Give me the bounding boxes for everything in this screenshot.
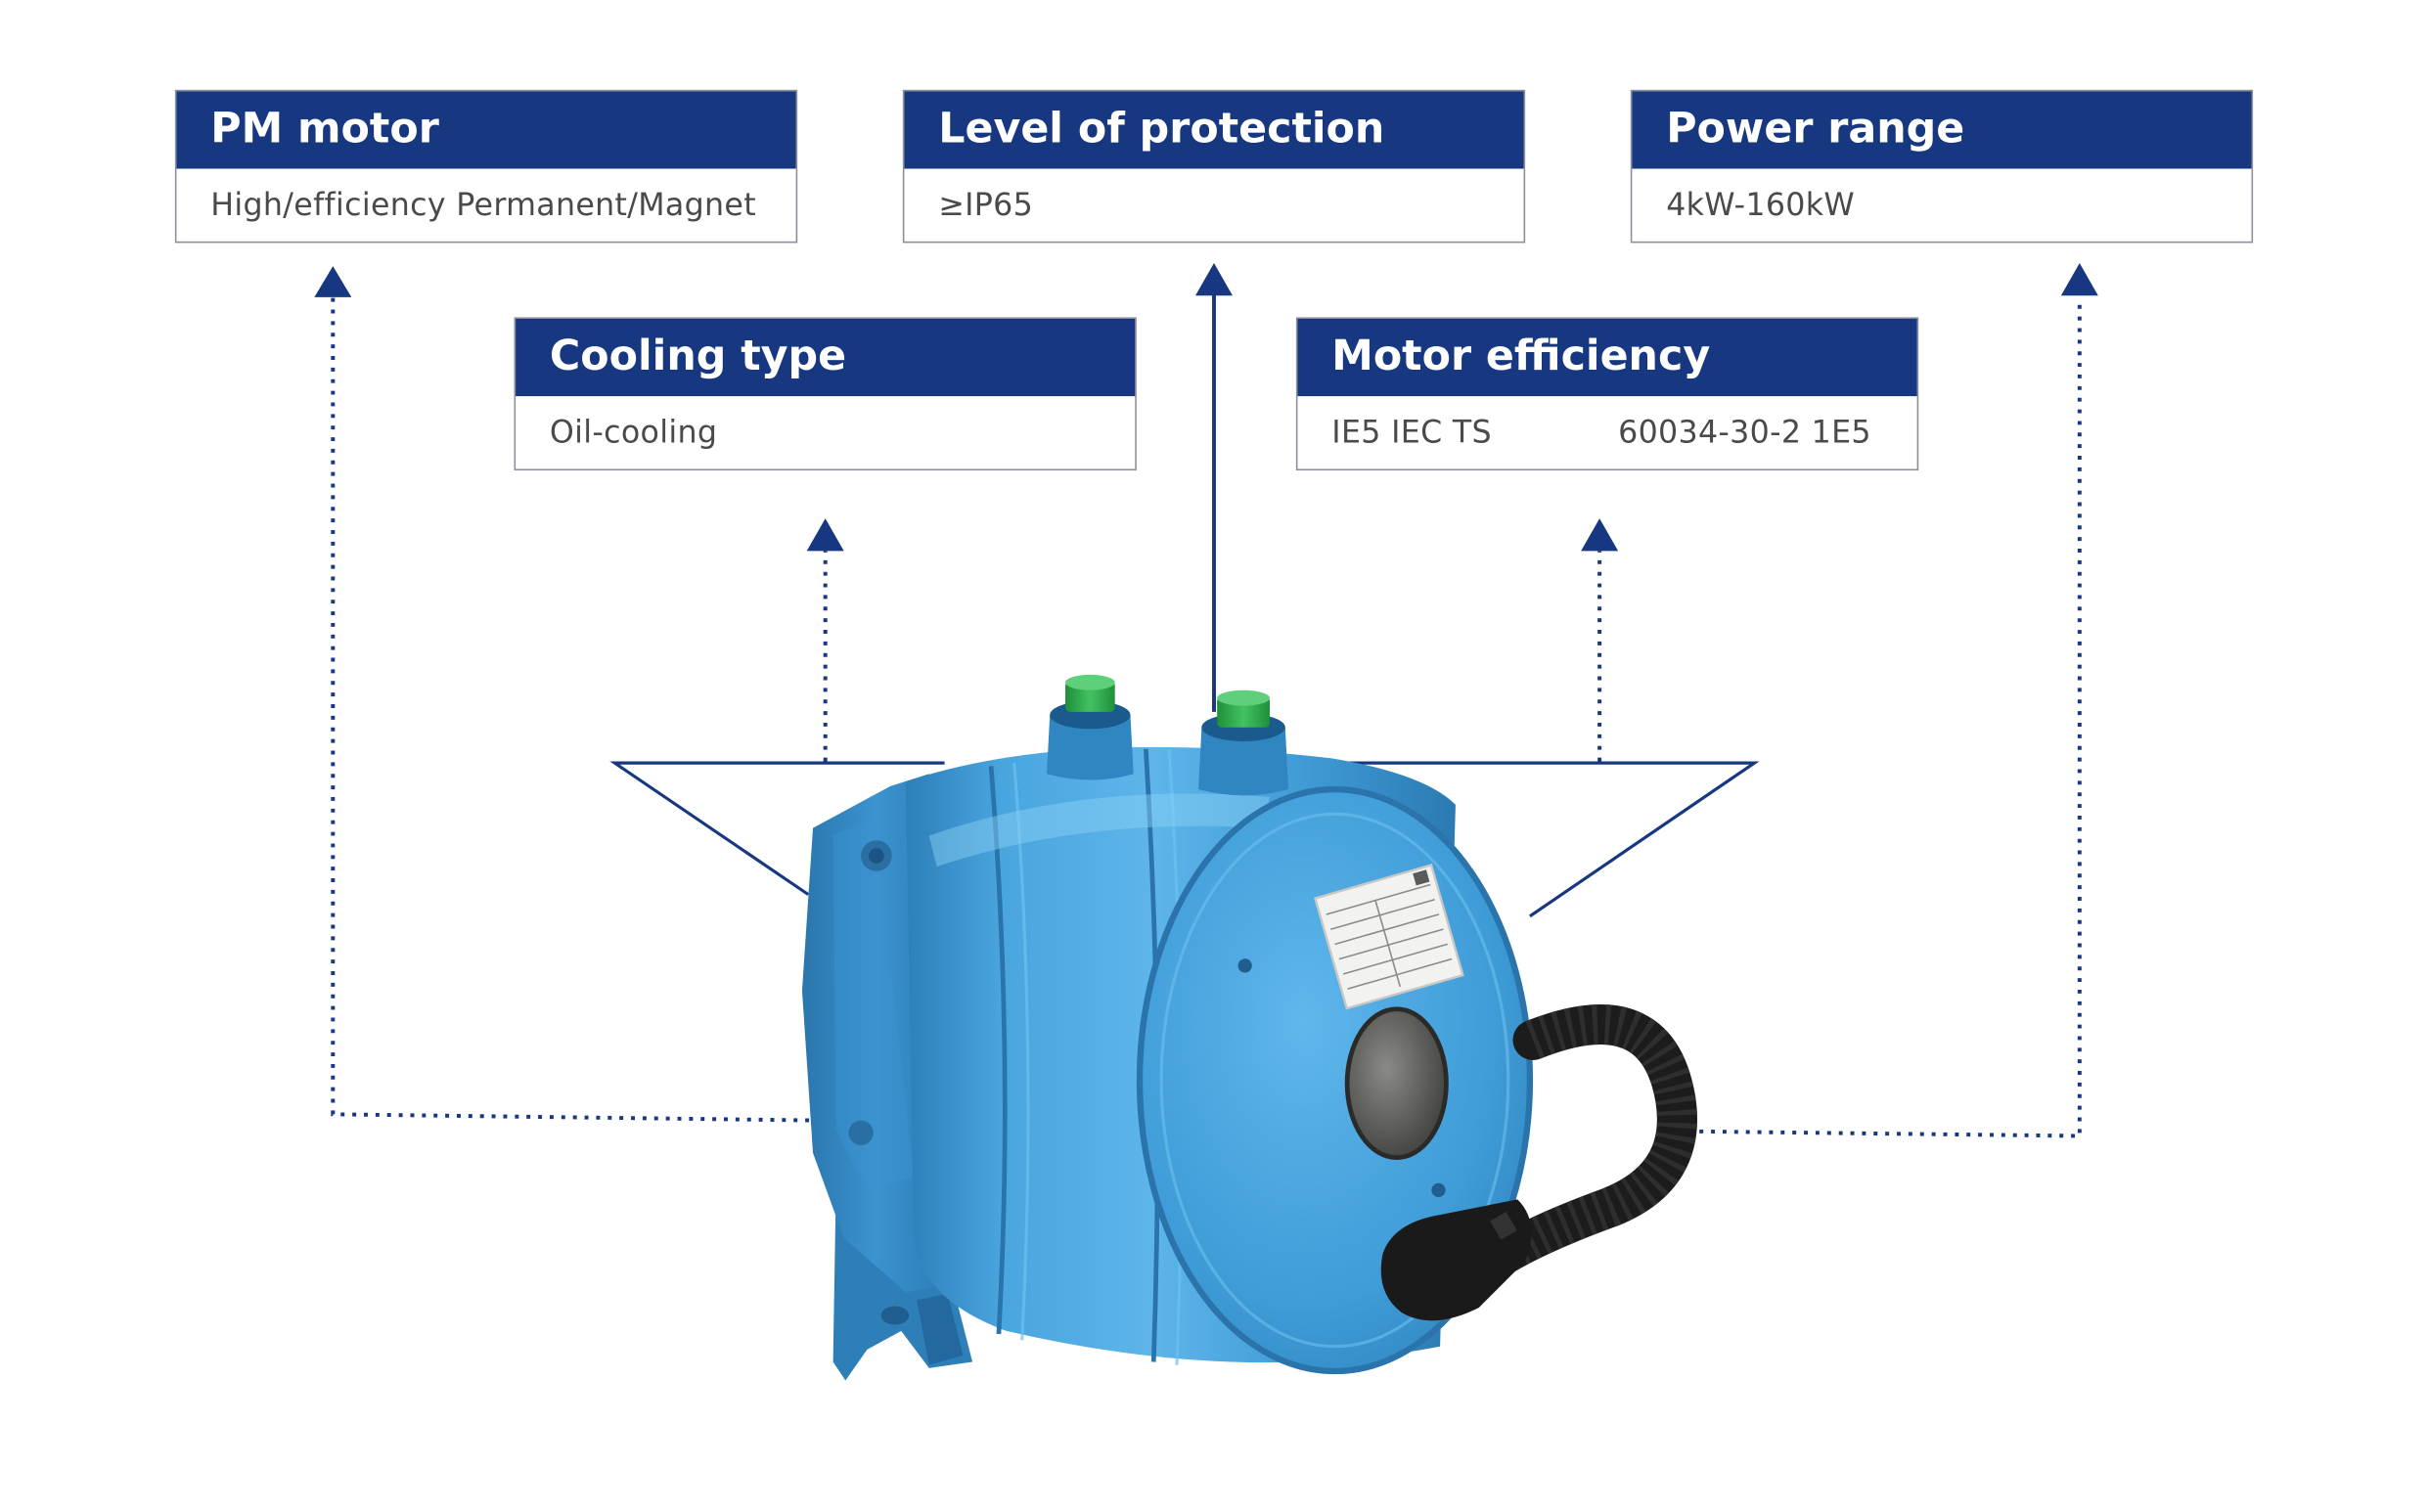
motor-shaft-window — [1347, 1008, 1447, 1158]
bracket-left — [609, 761, 945, 896]
spec-value: IE5 IEC TS 60034-30-2 1E5 — [1297, 396, 1916, 468]
spec-value: 4kW-160kW — [1666, 185, 1856, 223]
pm-motor-connector — [331, 296, 821, 1123]
spec-card-motor-efficiency: Motor efficiency IE5 IEC TS 60034-30-2 1… — [1295, 317, 1919, 471]
spec-value: ≥IP65 — [938, 185, 1034, 223]
nameplate-icon — [1313, 864, 1464, 1010]
arrow-up-icon — [314, 266, 352, 297]
arrow-up-icon — [1581, 518, 1619, 552]
motor-image — [801, 674, 1697, 1381]
spec-value-code: 60034-30-2 1E5 — [1618, 413, 1871, 451]
spec-value: High/efficiency Permanent/Magnet — [210, 185, 756, 223]
cable-gland — [1380, 1199, 1532, 1321]
spec-title: PM motor — [176, 91, 796, 169]
spec-title: Motor efficiency — [1297, 318, 1917, 397]
arrowheads — [314, 263, 2098, 552]
arrow-up-icon — [1194, 263, 1233, 296]
spec-card-pm-motor: PM motor High/efficiency Permanent/Magne… — [174, 89, 798, 244]
spec-card-cooling-type: Cooling type Oil-cooling — [514, 317, 1137, 471]
spec-title: Cooling type — [516, 318, 1136, 397]
arrow-up-icon — [806, 518, 844, 552]
spec-card-protection: Level of protection ≥IP65 — [902, 89, 1526, 244]
spec-title: Power range — [1632, 91, 2252, 169]
spec-title: Level of protection — [904, 91, 1524, 169]
power-connector — [1687, 296, 2082, 1138]
spec-value: Oil-cooling — [549, 413, 718, 451]
spec-card-power-range: Power range 4kW-160kW — [1630, 89, 2254, 244]
top-port-rear — [1047, 674, 1134, 780]
connector-lines — [331, 293, 2082, 1138]
arrow-up-icon — [2060, 263, 2098, 296]
bracket-right — [1284, 761, 1760, 918]
ce-mark-icon — [1413, 869, 1430, 886]
spec-value-standard: IE5 IEC TS — [1331, 413, 1492, 451]
top-port-front — [1198, 689, 1288, 796]
